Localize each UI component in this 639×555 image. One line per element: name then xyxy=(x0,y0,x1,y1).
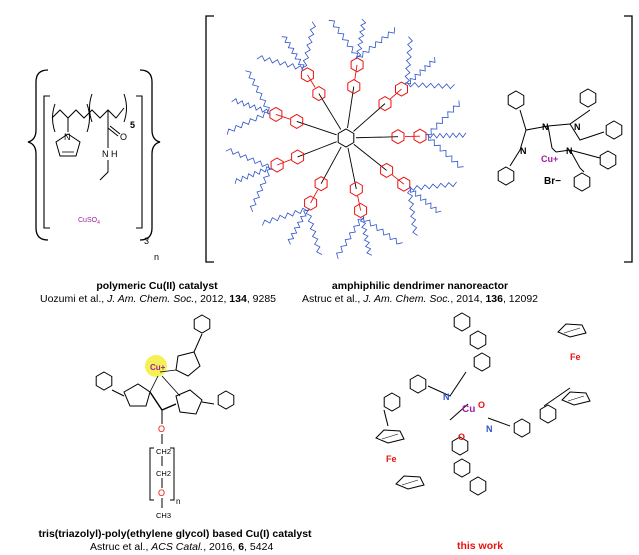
dendrimer-structure xyxy=(225,18,467,259)
peg-o2-label: O xyxy=(158,488,165,498)
this-work-n2-label: N xyxy=(486,424,493,434)
peg-n-label: n xyxy=(176,497,180,506)
dendrimer-title: amphiphilic dendrimer nanoreactor xyxy=(331,280,509,292)
polymeric-citation: Uozumi et al., J. Am. Chem. Soc., 2012, … xyxy=(40,293,277,305)
this-work-fe1-label: Fe xyxy=(570,352,581,362)
peg-o1-label: O xyxy=(158,424,165,434)
peg-ch2-1-label: CH2 xyxy=(156,447,171,456)
tren-n4-label: N xyxy=(574,122,581,132)
repeat-n-label: n xyxy=(154,252,159,262)
bromide-label: Br− xyxy=(544,176,561,187)
this-work-fe2-label: Fe xyxy=(386,454,397,464)
dendrimer-citation: Astruc et al., J. Am. Chem. Soc., 2014, … xyxy=(301,293,539,305)
triazolyl-title: tris(triazolyl)-poly(ethylene glycol) ba… xyxy=(38,528,312,540)
repeat-3-label: 3 xyxy=(144,236,149,246)
tren-n2-label: N xyxy=(520,146,527,156)
amide-nh-label: N H xyxy=(102,149,118,159)
peg-ch3-label: CH3 xyxy=(156,511,171,520)
triazolyl-cu-label: Cu+ xyxy=(150,363,166,372)
polymeric-catalyst-structure xyxy=(27,69,161,241)
this-work-n1-label: N xyxy=(443,392,450,402)
this-work-o2-label: O xyxy=(458,432,465,442)
cu-tren-complex xyxy=(497,88,623,192)
this-work-structure xyxy=(375,312,591,496)
amide-o-label: O xyxy=(120,132,127,142)
cuso4-label: CuSO4 xyxy=(78,217,100,226)
dendrimer-brackets xyxy=(205,15,633,263)
tren-n1-label: N xyxy=(542,122,549,132)
repeat-5-label: 5 xyxy=(130,120,135,130)
this-work-cu-label: Cu xyxy=(462,404,475,415)
tris-triazolyl-structure xyxy=(95,314,235,508)
polymeric-title: polymeric Cu(II) catalyst xyxy=(96,280,218,292)
peg-ch2-2-label: CH2 xyxy=(156,469,171,478)
this-work-o1-label: O xyxy=(478,400,485,410)
tren-n3-label: N xyxy=(566,146,573,156)
cu-plus-label: Cu+ xyxy=(541,154,558,164)
triazolyl-citation: Astruc et al., ACS Catal., 2016, 6, 5424 xyxy=(90,541,274,553)
imidazole-n-label: N xyxy=(64,132,71,142)
this-work-title: this work xyxy=(456,540,504,552)
